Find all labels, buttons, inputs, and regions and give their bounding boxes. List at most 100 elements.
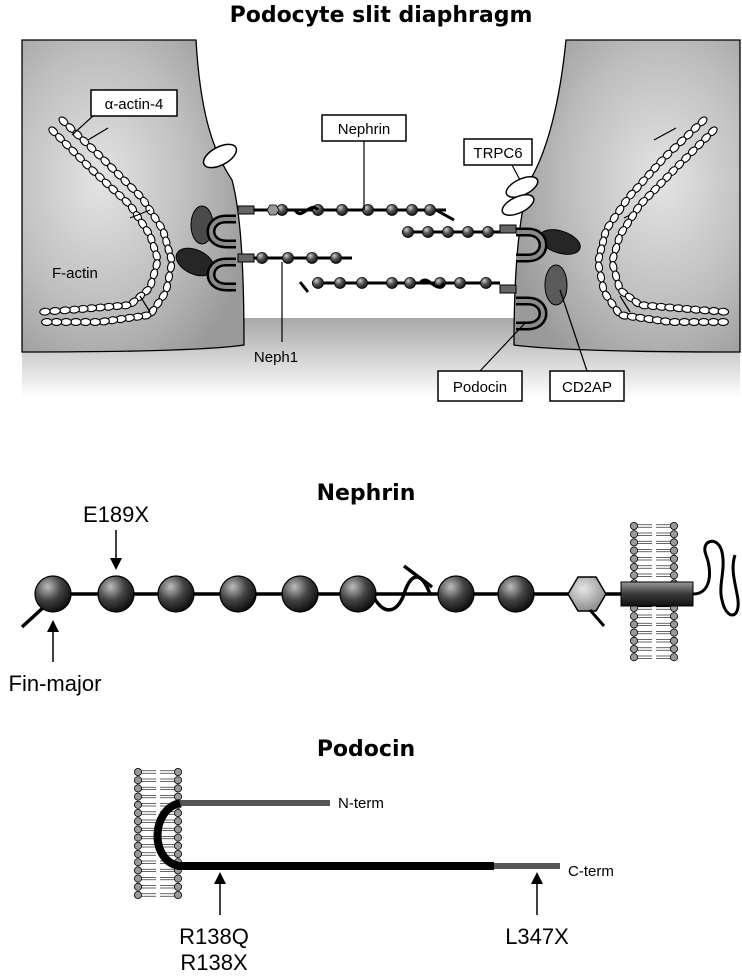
lipid-head xyxy=(670,554,679,563)
lipid-head xyxy=(630,538,639,547)
podocin-hairpins xyxy=(206,214,548,331)
lipid-head xyxy=(133,874,142,883)
actin-crosslink xyxy=(87,127,109,141)
mutation-finmajor: Fin-major xyxy=(9,671,102,696)
actin-monomer xyxy=(79,318,92,326)
ig-bead xyxy=(282,252,294,264)
neph1-chain-left xyxy=(254,252,352,264)
lipid-head xyxy=(630,636,639,645)
lipid-head xyxy=(173,784,182,793)
trpc6-channel-left xyxy=(202,143,238,169)
ig-bead xyxy=(334,277,346,289)
ig-bead xyxy=(442,226,454,238)
f-actin-left xyxy=(39,116,677,326)
lipid-head xyxy=(173,776,182,785)
label-cd2ap: CD2AP xyxy=(549,289,625,402)
lipid-head xyxy=(670,522,679,531)
lipid-head xyxy=(133,800,142,809)
actin-monomer xyxy=(678,318,691,326)
f-actin-strand-l1 xyxy=(39,126,161,316)
f-actin-strand-r1 xyxy=(609,126,730,316)
ig-bead xyxy=(424,204,436,216)
lipid-head xyxy=(133,833,142,842)
lipid-head xyxy=(133,817,142,826)
lipid-head xyxy=(630,620,639,629)
lipid-head xyxy=(670,612,679,621)
lipid-head xyxy=(173,841,182,850)
actin-monomer xyxy=(41,318,53,326)
neph1-chain-right xyxy=(402,226,500,238)
lipid-head xyxy=(133,768,142,777)
podocin-diagram-title: Podocin xyxy=(317,737,415,762)
nephrin-ig-domain xyxy=(34,575,72,613)
nephrin-ig-domain xyxy=(219,575,257,613)
label-podocin: Podocin xyxy=(437,321,527,402)
ig-bead xyxy=(454,277,466,289)
podocin-hairpins-inner xyxy=(209,217,545,328)
lipid-head xyxy=(133,891,142,900)
actin-monomer xyxy=(59,306,71,315)
finmajor-arrow-head xyxy=(47,620,59,632)
lipid-head xyxy=(630,530,639,539)
actin-crosslink xyxy=(139,295,151,313)
lipid-head xyxy=(670,636,679,645)
ig-bead xyxy=(406,204,418,216)
actin-monomer xyxy=(39,307,51,316)
nephrin-transmembrane-bar xyxy=(620,581,694,607)
nephrin-chain-right xyxy=(298,277,500,293)
f-actin-strand-r2 xyxy=(594,116,729,326)
mutation-r138q: R138Q xyxy=(179,924,249,949)
ig-bead xyxy=(356,277,368,289)
e189x-arrow-head xyxy=(110,558,122,570)
nephrin-panel: E189X Fin-major xyxy=(9,502,740,696)
label-neph1: Neph1 xyxy=(254,262,298,366)
lipid-head xyxy=(670,653,679,662)
mutation-e189x: E189X xyxy=(83,502,149,527)
nephrin-break-mark xyxy=(402,564,434,589)
lipid-head xyxy=(630,554,639,563)
f-actin-strand-l2 xyxy=(41,116,176,326)
lipid-head xyxy=(173,825,182,834)
actin-monomer xyxy=(50,318,63,326)
lipid-head xyxy=(173,809,182,818)
trpc6-channel-right-bottom xyxy=(501,194,535,216)
lipid-head xyxy=(173,874,182,883)
label-actinin-text: α-actin-4 xyxy=(105,96,164,113)
actin-monomer xyxy=(717,307,730,316)
lipid-head xyxy=(630,628,639,637)
actin-monomer xyxy=(49,307,61,315)
actin-monomer xyxy=(70,318,82,326)
lipid-head xyxy=(173,817,182,826)
lipid-head xyxy=(133,866,142,875)
actin-monomer xyxy=(89,318,101,326)
tm-anchor xyxy=(499,224,517,234)
ig-bead xyxy=(402,226,414,238)
ig-bead xyxy=(330,252,342,264)
lipid-head xyxy=(630,612,639,621)
lipid-head xyxy=(173,833,182,842)
lipid-head xyxy=(670,620,679,629)
tm-anchor xyxy=(499,284,517,294)
lipid-head xyxy=(670,645,679,654)
lipid-head xyxy=(133,841,142,850)
lipid-head xyxy=(133,882,142,891)
ig-bead xyxy=(480,277,492,289)
ig-bead xyxy=(386,277,398,289)
lipid-head xyxy=(670,530,679,539)
lipid-head xyxy=(670,546,679,555)
lipid-head xyxy=(670,571,679,580)
label-podocin-text: Podocin xyxy=(453,379,507,396)
ig-bead xyxy=(422,226,434,238)
ig-bead xyxy=(482,226,494,238)
label-c-term: C-term xyxy=(568,863,614,880)
lipid-head xyxy=(173,891,182,900)
ig-bead xyxy=(312,277,324,289)
lipid-head xyxy=(630,571,639,580)
nephrin-ig-domains xyxy=(34,575,535,613)
lipid-head xyxy=(173,792,182,801)
slit-molecular-chains xyxy=(237,204,517,294)
ig-bead xyxy=(256,252,268,264)
lipid-head xyxy=(133,825,142,834)
nephrin-hex-tail xyxy=(588,609,606,627)
nephrin-ig-domain xyxy=(339,575,377,613)
